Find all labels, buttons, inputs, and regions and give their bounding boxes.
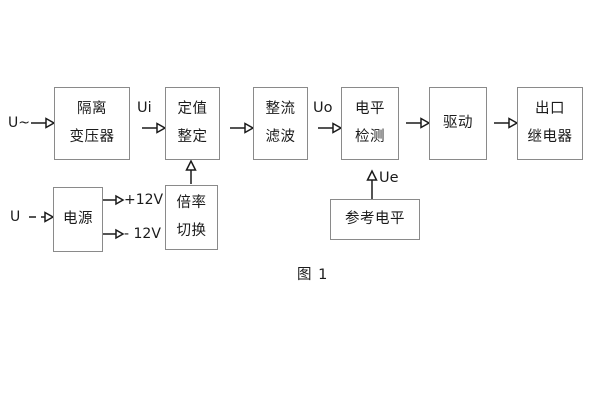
block-power-supply[interactable]: 电源	[53, 187, 103, 252]
figure-caption: 图 1	[297, 267, 329, 283]
label-signal-uo: Uo	[313, 100, 333, 116]
block-drive[interactable]: 驱动	[429, 87, 487, 160]
block-rectify-filter-line-2: 滤波	[265, 129, 296, 145]
block-setting-value-line-2: 整定	[177, 129, 208, 145]
label-input-ac: U~	[8, 115, 30, 131]
block-level-detection[interactable]: 电平 检测	[341, 87, 399, 160]
block-level-detection-line-1: 电平	[355, 100, 385, 117]
block-multiplier-switch[interactable]: 倍率 切换	[165, 185, 218, 250]
arrowhead-ui	[156, 122, 167, 134]
block-isolation-transformer-line-2: 变压器	[69, 129, 115, 145]
arrowhead-drive-to-relay	[508, 117, 519, 129]
label-input-dc: U	[10, 209, 21, 225]
block-power-supply-line-1: 电源	[63, 210, 93, 227]
arrowhead-level-to-drive	[420, 117, 431, 129]
arrowhead-input-dc	[44, 211, 55, 223]
arrowhead-rail-positive	[115, 194, 125, 206]
block-rectify-filter[interactable]: 整流 滤波	[253, 87, 308, 160]
label-rail-positive: +12V	[124, 192, 164, 208]
label-rail-negative: - 12V	[124, 226, 161, 242]
block-multiplier-switch-line-2: 切换	[176, 223, 207, 239]
block-output-relay[interactable]: 出口 继电器	[517, 87, 583, 160]
block-setting-value[interactable]: 定值 整定	[165, 87, 220, 160]
block-output-relay-line-2: 继电器	[527, 129, 573, 145]
block-isolation-transformer[interactable]: 隔离 变压器	[54, 87, 130, 160]
label-signal-ue: Ue	[379, 170, 399, 186]
block-reference-level[interactable]: 参考电平	[330, 199, 420, 240]
block-rectify-filter-line-1: 整流	[265, 100, 296, 117]
arrowhead-setting-to-rectify	[244, 122, 255, 134]
block-isolation-transformer-line-1: 隔离	[77, 100, 107, 117]
arrowhead-uo	[332, 122, 343, 134]
block-setting-value-line-1: 定值	[177, 100, 208, 117]
arrowhead-multiplier-up	[185, 159, 197, 171]
arrowhead-ue-up	[366, 169, 378, 181]
block-level-detection-line-2: 检测	[355, 129, 385, 145]
block-multiplier-switch-line-1: 倍率	[176, 194, 207, 211]
label-signal-ui: Ui	[137, 100, 152, 116]
arrowhead-rail-negative	[115, 228, 125, 240]
block-drive-line-1: 驱动	[443, 114, 473, 131]
arrowhead-input-ac	[45, 117, 56, 129]
block-reference-level-line-1: 参考电平	[345, 210, 405, 227]
block-output-relay-line-1: 出口	[535, 100, 565, 117]
